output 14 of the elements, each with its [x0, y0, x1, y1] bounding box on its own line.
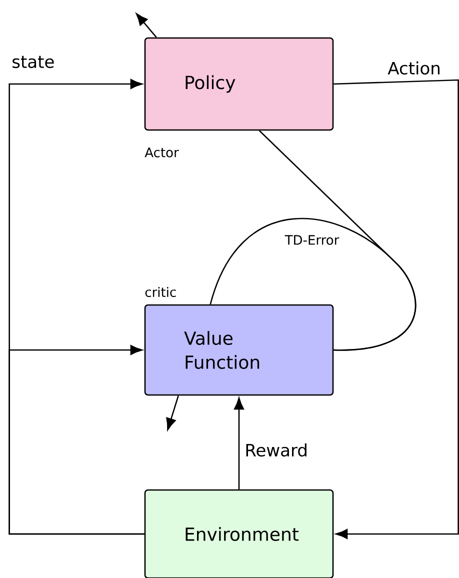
process-box: Environment: [144, 489, 334, 578]
arrow: [8, 345, 144, 535]
arrow: [136, 13, 157, 38]
edge-label: TD-Error: [284, 234, 340, 246]
box-caption: Actor: [144, 148, 179, 158]
process-box: Value Function: [144, 304, 334, 396]
edge-label: Reward: [244, 442, 309, 458]
arrow: [334, 79, 459, 539]
arrow: [166, 395, 179, 430]
edge-label: state: [10, 54, 56, 70]
arrow: [234, 398, 244, 490]
edge-label: Action: [386, 60, 442, 76]
box-caption: critic: [145, 286, 176, 298]
process-box: Policy: [144, 37, 334, 131]
